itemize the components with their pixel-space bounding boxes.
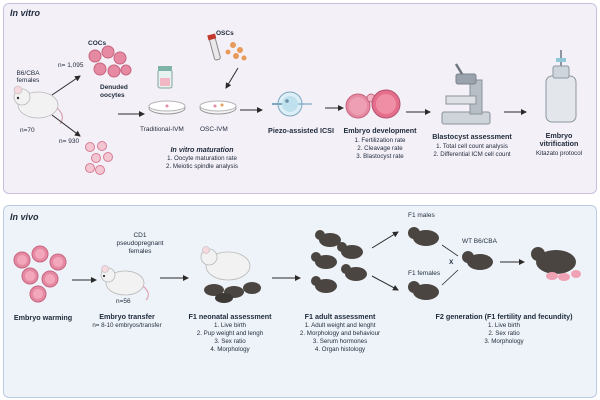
mother-with-pups-icon	[200, 246, 261, 303]
microscope-icon	[441, 63, 491, 125]
petri-dish-traditional-icon	[148, 100, 186, 115]
cocs-count: n= 1,095	[58, 62, 84, 69]
f1-females-label: F1 females	[408, 270, 441, 277]
f2-title: F2 generation (F1 fertility and fecundit…	[435, 312, 573, 321]
cryo-tank-icon	[545, 50, 577, 123]
embryo-development-item: 2. Cleavage rate	[357, 145, 403, 152]
in-vivo-title: In vivo	[10, 212, 39, 222]
cd1-label: CD1 pseudopregnant females	[116, 232, 164, 255]
in-vitro-title: In vitro	[10, 8, 41, 18]
cross-symbol: X	[449, 259, 454, 266]
osc-tube-icon	[207, 33, 221, 61]
wt-mouse-icon	[462, 251, 493, 270]
embryo-development-list: 1. Fertilization rate 2. Cleavage rate 3…	[338, 137, 422, 161]
embryo-development-item: 1. Fertilization rate	[354, 137, 406, 144]
white-mouse-icon	[13, 85, 63, 125]
embryo-warming-label: Embryo warming	[13, 313, 73, 322]
transfer-sub: n= 8-10 embryos/transfer	[92, 322, 162, 329]
f1-females-icon	[408, 281, 439, 300]
icsi-oocyte-icon	[272, 91, 312, 117]
arrow-oscs-to-dish	[225, 67, 239, 89]
f1-adult-mice-icon	[311, 230, 367, 293]
blastocyst-list: 1. Total cell count analysis 2. Differen…	[418, 143, 526, 159]
arrow-to-males	[371, 231, 399, 249]
f2-item: 1. Live birth	[488, 322, 520, 329]
adult-item: 4. Organ histology	[314, 346, 366, 353]
f2-item: 2. Sex ratio	[488, 330, 520, 337]
embryo-development-title: Embryo development	[343, 126, 417, 135]
cd1-mouse-icon	[100, 265, 149, 301]
blastocyst-item: 2. Differential ICM cell count	[433, 151, 511, 158]
maturation-item: 1. Oocyte maturation rate	[167, 155, 237, 162]
vitrification-title: Embryo vitrification	[539, 131, 579, 148]
maturation-list: 1. Oocyte maturation rate 2. Meiotic spi…	[132, 155, 272, 171]
media-vial-icon	[157, 66, 173, 89]
cross-line-bottom	[441, 269, 459, 286]
denuded-count: n= 930	[59, 138, 80, 145]
f2-item: 3. Morphology	[484, 338, 524, 345]
in-vivo-panel	[3, 205, 597, 398]
cocs-label: COCs	[88, 40, 107, 47]
oscs-label: OSCs	[216, 30, 234, 37]
transfer-title: Embryo transfer	[99, 312, 155, 321]
wt-label: WT B6/CBA	[462, 238, 497, 245]
neonatal-item: 4. Morphology	[210, 346, 250, 353]
f1-males-label: F1 males	[408, 212, 435, 219]
denuded-label: Denuded oocytes	[100, 84, 128, 99]
cross-line-top	[441, 244, 459, 257]
f2-list: 1. Live birth 2. Sex ratio 3. Morphology	[454, 322, 554, 346]
neonatal-item: 2. Pup weight and lengh	[196, 330, 264, 337]
mouse-strain-label: B6/CBA females	[16, 70, 40, 84]
arrow-to-denuded	[51, 114, 81, 137]
adult-list: 1. Adult weight and lenght 2. Morphology…	[288, 322, 392, 354]
n-total-label: n=70	[20, 127, 35, 134]
cocs-cluster-icon	[88, 45, 132, 78]
f2-mother-pups-icon	[531, 247, 581, 281]
arrow-to-females	[371, 275, 399, 291]
petri-dish-osc-icon	[199, 100, 237, 115]
maturation-item: 2. Meiotic spindle analysis	[166, 163, 238, 170]
warming-embryos-icon	[13, 245, 67, 303]
blastocyst-title: Blastocyst assessment	[432, 132, 512, 141]
neonatal-title: F1 neonatal assessment	[188, 312, 272, 321]
neonatal-item: 1. Live birth	[214, 322, 246, 329]
arrow-to-cocs	[51, 75, 81, 96]
embryo-development-item: 3. Blastocyst rate	[356, 153, 404, 160]
adult-item: 1. Adult weight and lenght	[304, 322, 376, 329]
adult-item: 3. Serum hormones	[312, 338, 368, 345]
f1-males-icon	[408, 227, 439, 246]
denuded-oocytes-icon	[85, 141, 113, 175]
adult-title: F1 adult assessment	[304, 312, 376, 321]
embryo-icon	[345, 89, 401, 119]
neonatal-item: 3. Sex ratio	[214, 338, 246, 345]
blastocyst-item: 1. Total cell count analysis	[436, 143, 508, 150]
maturation-title: In vitro maturation	[170, 145, 234, 154]
icsi-label: Piezo-assisted ICSI	[268, 126, 334, 135]
osc-ivm-label: OSC-IVM	[200, 126, 228, 133]
osc-cells-icon	[225, 42, 247, 61]
traditional-ivm-label: Traditional-IVM	[140, 126, 184, 133]
adult-item: 2. Morphology and behaviour	[299, 330, 381, 337]
vitrification-sub: Kitazato protocol	[535, 150, 583, 157]
n56-label: n=56	[116, 298, 131, 305]
neonatal-list: 1. Live birth 2. Pup weight and lengh 3.…	[180, 322, 280, 354]
